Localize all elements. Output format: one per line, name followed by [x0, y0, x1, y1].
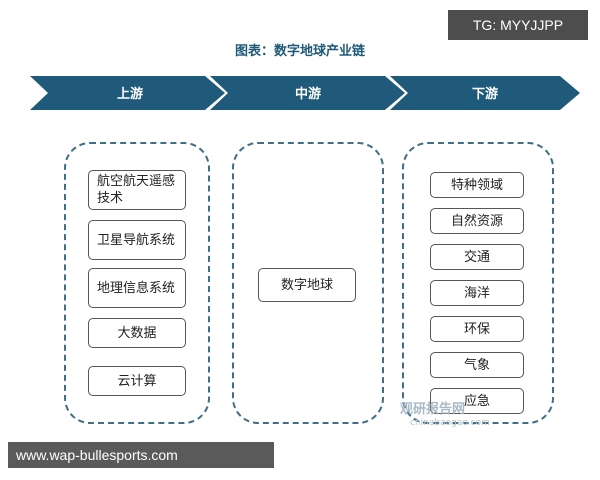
- watermark-site: chinabaogao.com: [410, 418, 490, 428]
- downstream-item: 海洋: [430, 280, 524, 306]
- upstream-item: 航空航天遥感技术: [88, 170, 186, 210]
- upstream-panel: [64, 142, 210, 424]
- midstream-panel: [232, 142, 384, 424]
- corner-tag: TG: MYYJJPP: [448, 10, 588, 40]
- downstream-panel: [402, 142, 554, 424]
- arrow-label-upstream: 上游: [117, 86, 143, 102]
- downstream-item: 气象: [430, 352, 524, 378]
- downstream-item: 交通: [430, 244, 524, 270]
- upstream-item: 云计算: [88, 366, 186, 396]
- downstream-item: 环保: [430, 316, 524, 342]
- midstream-item: 数字地球: [258, 268, 356, 302]
- footer-url-banner[interactable]: www.wap-bullesports.com: [8, 442, 274, 468]
- downstream-item: 特种领域: [430, 172, 524, 198]
- arrow-label-downstream: 下游: [472, 86, 498, 102]
- upstream-item: 卫星导航系统: [88, 220, 186, 260]
- upstream-item: 地理信息系统: [88, 268, 186, 308]
- upstream-item: 大数据: [88, 318, 186, 348]
- arrow-downstream: [390, 76, 580, 110]
- watermark-brand: 观研报告网: [400, 402, 466, 417]
- arrow-upstream: [30, 76, 225, 110]
- arrow-label-midstream: 中游: [295, 86, 321, 102]
- arrow-midstream: [210, 76, 405, 110]
- stage-arrows: 上游 中游 下游: [30, 76, 580, 110]
- downstream-item: 自然资源: [430, 208, 524, 234]
- downstream-item: 应急: [430, 388, 524, 414]
- figure-title: 图表：数字地球产业链: [234, 44, 365, 59]
